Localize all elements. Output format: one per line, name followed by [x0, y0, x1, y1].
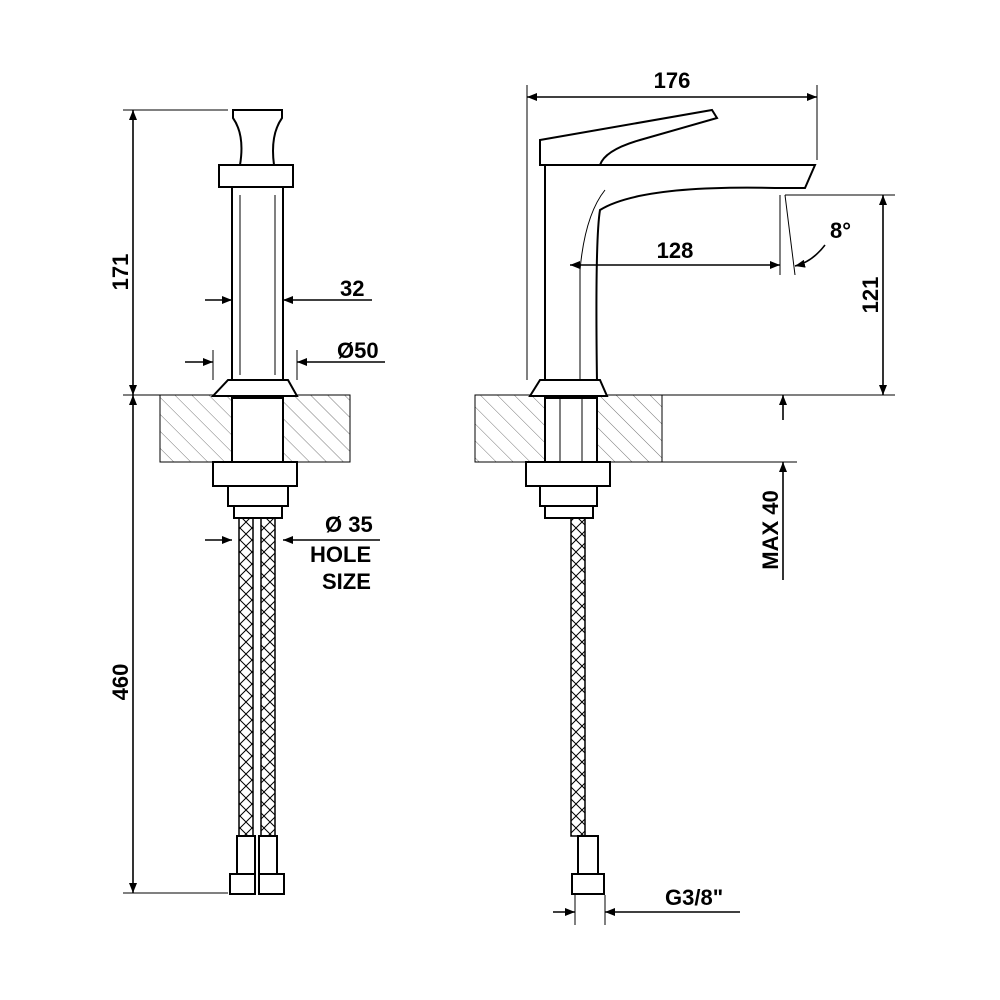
dim-32: 32 — [340, 276, 364, 301]
washer — [525, 461, 611, 487]
dim-171: 171 — [108, 254, 133, 291]
dim-angle-8: 8° — [830, 218, 851, 243]
collar — [218, 164, 294, 188]
dim-diameter-50: Ø50 — [337, 338, 379, 363]
spout-body — [544, 164, 817, 383]
hose-right — [260, 517, 276, 837]
dim-connection-g3-8: G3/8" — [665, 885, 723, 910]
shank — [231, 397, 284, 463]
base-flange — [210, 379, 299, 397]
hole-label: HOLE — [310, 542, 371, 567]
hose-left — [238, 517, 254, 837]
fitting-right — [258, 873, 285, 895]
dim-121: 121 — [858, 277, 883, 314]
dim-max-40: MAX 40 — [758, 490, 783, 569]
hose — [570, 517, 586, 837]
handle — [232, 109, 283, 166]
dim-176: 176 — [654, 68, 691, 93]
base-flange — [528, 379, 609, 397]
dim-hole-35: Ø 35 — [325, 512, 373, 537]
nut — [539, 485, 598, 507]
lever-handle — [539, 108, 719, 166]
front-view: 171 460 32 Ø50 Ø 35 HOLE SIZE — [108, 109, 385, 895]
size-label: SIZE — [322, 569, 371, 594]
nut-lower — [544, 505, 594, 519]
fitting-left — [229, 873, 256, 895]
side-view: 176 128 8° 121 MAX 40 G3/8" — [474, 68, 895, 925]
nut-lower — [233, 505, 283, 519]
dim-128: 128 — [657, 238, 694, 263]
nut — [227, 485, 289, 507]
shank — [544, 397, 598, 463]
washer — [212, 461, 298, 487]
dim-460: 460 — [108, 664, 133, 701]
fitting — [571, 873, 605, 895]
